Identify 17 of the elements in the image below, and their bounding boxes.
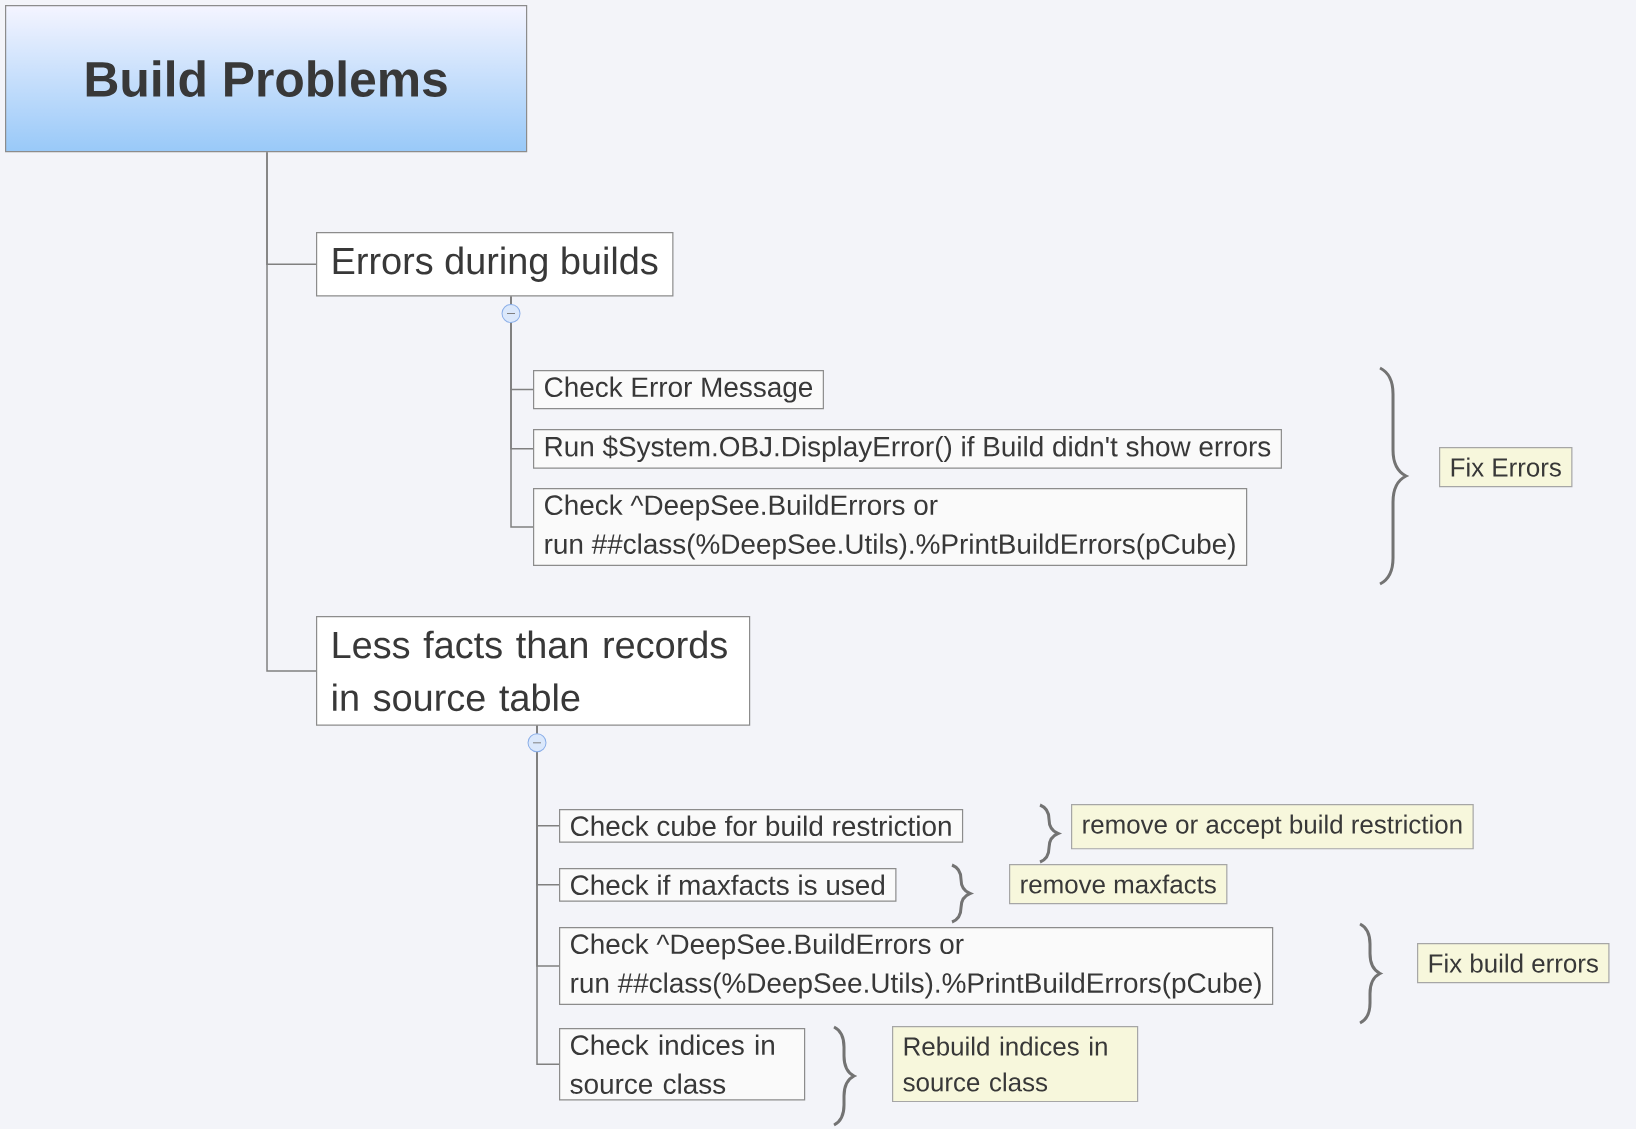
subtopic-box: Run $System.OBJ.DisplayError() if Build didn't show errors xyxy=(533,429,1282,469)
summary-box: Fix build errors xyxy=(1417,943,1610,984)
central-topic-box: Build Problems xyxy=(5,5,528,153)
subtopic-box: Check if maxfacts is used xyxy=(559,868,897,902)
subtopic-box: Check Error Message xyxy=(533,370,824,410)
summary-box: Fix Errors xyxy=(1439,447,1573,488)
connector-line xyxy=(510,295,534,528)
subtopic-box: Check ^DeepSee.BuildErrors or run ##class(%DeepSee.Utils).%PrintBuildErrors(pCube) xyxy=(559,927,1274,1006)
summary-box: remove or accept build restriction xyxy=(1071,804,1474,850)
connector-line xyxy=(266,151,317,672)
subtopic-box: Check indices in source class xyxy=(559,1028,806,1101)
summary-box: Rebuild indices in source class xyxy=(892,1026,1139,1103)
topic-box: Errors during builds xyxy=(316,232,674,297)
subtopic-box: Check ^DeepSee.BuildErrors or run ##class(%DeepSee.Utils).%PrintBuildErrors(pCube) xyxy=(533,488,1248,567)
topic-box: Less facts than records in source table xyxy=(316,616,751,726)
summary-box: remove maxfacts xyxy=(1009,864,1228,905)
subtopic-box: Check cube for build restriction xyxy=(559,809,964,843)
